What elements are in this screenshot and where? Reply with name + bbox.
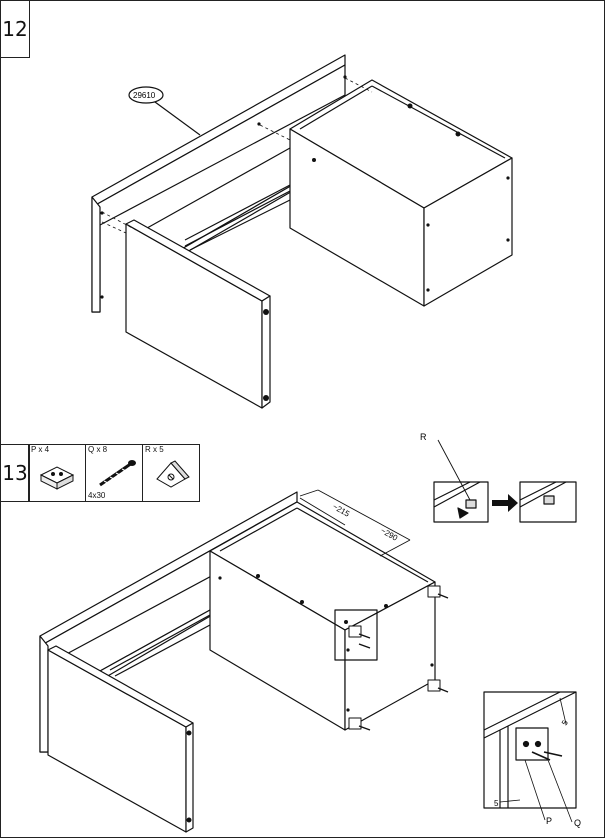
detail-bracket	[483, 691, 577, 823]
step12-stretchers	[184, 184, 291, 251]
letter-p: P	[546, 816, 552, 826]
step13-screws	[358, 593, 449, 731]
step13-side-panel	[47, 645, 194, 833]
step-number: 12	[2, 17, 28, 41]
letter-q: Q	[574, 818, 581, 828]
corner-block-icon	[156, 460, 190, 488]
step12-cabinet	[289, 79, 513, 307]
detail-r-before	[433, 439, 489, 523]
letter-r: R	[420, 432, 427, 442]
step12-cam-locks	[100, 75, 510, 401]
part-q-label: Q x 8	[88, 445, 108, 454]
bracket-icon	[39, 466, 75, 490]
dimension-5-bottom: 5	[494, 799, 499, 808]
dimension-label-2: ~290	[379, 526, 400, 543]
dimension-5-top: 5	[560, 718, 570, 727]
step13-cabinet	[209, 501, 436, 731]
part-callout-leader	[128, 86, 201, 136]
dimension-lines	[299, 489, 411, 557]
step13-stretchers	[109, 614, 211, 677]
step13-cam-locks	[186, 574, 434, 823]
step-number-2: 13	[2, 461, 28, 485]
step13-brackets	[348, 585, 441, 730]
step12-side-panel	[125, 219, 271, 409]
part-r-label: R x 5	[145, 445, 164, 454]
step-number-box: 12	[0, 0, 30, 58]
part-p-cell: P x 4	[29, 445, 86, 501]
step-number-box-2: 13	[0, 444, 30, 502]
detail-arrow	[492, 494, 518, 512]
dimension-label-1: ~215	[331, 502, 352, 519]
detail-r-after	[519, 481, 577, 523]
step12-back-panel	[91, 54, 346, 313]
part-q-size: 4x30	[88, 491, 106, 500]
step12-dowel-guides	[101, 77, 373, 234]
part-r-cell: R x 5	[143, 445, 199, 501]
part-p-label: P x 4	[31, 445, 50, 454]
screw-icon	[99, 460, 136, 487]
hardware-parts-table: P x 4 Q x 8 4x30 R x 5	[28, 444, 200, 502]
part-number-callout: 29610	[133, 91, 156, 100]
detail-highlight-box	[334, 609, 378, 661]
part-q-cell: Q x 8 4x30	[86, 445, 143, 501]
